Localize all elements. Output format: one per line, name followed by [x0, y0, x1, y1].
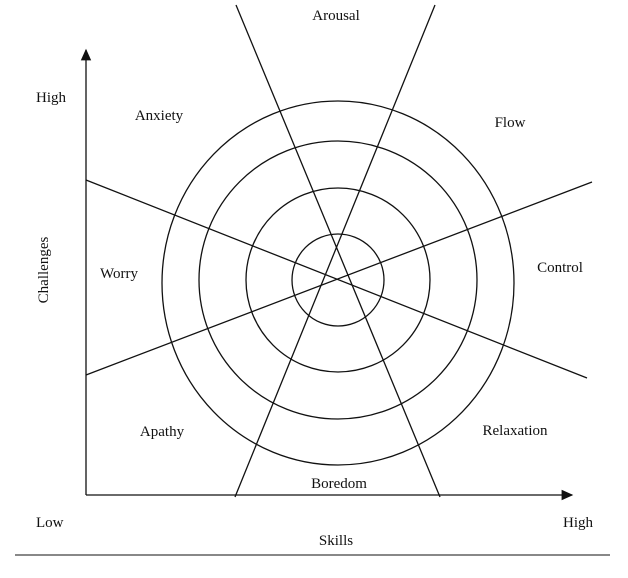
region-boredom: Boredom: [311, 476, 367, 492]
x-high-label: High: [563, 515, 594, 531]
divider-apathy-control: [85, 181, 593, 376]
ring-4: [161, 100, 515, 466]
y-axis-label: Challenges: [36, 237, 52, 304]
y-low-label: Low: [36, 515, 64, 531]
region-control: Control: [537, 260, 583, 276]
region-apathy: Apathy: [140, 424, 185, 440]
ring-2: [245, 187, 431, 373]
x-axis-label: Skills: [319, 533, 353, 549]
region-arousal: Arousal: [312, 8, 360, 24]
region-relaxation: Relaxation: [483, 423, 548, 439]
divider-arousal-boredom-right: [234, 4, 436, 498]
divider-arousal-boredom-left: [235, 4, 441, 498]
ring-1: [291, 233, 385, 327]
y-high-label: High: [36, 90, 67, 106]
region-worry: Worry: [100, 266, 138, 282]
region-anxiety: Anxiety: [135, 108, 184, 124]
ring-3: [198, 140, 478, 420]
region-flow: Flow: [495, 115, 526, 131]
